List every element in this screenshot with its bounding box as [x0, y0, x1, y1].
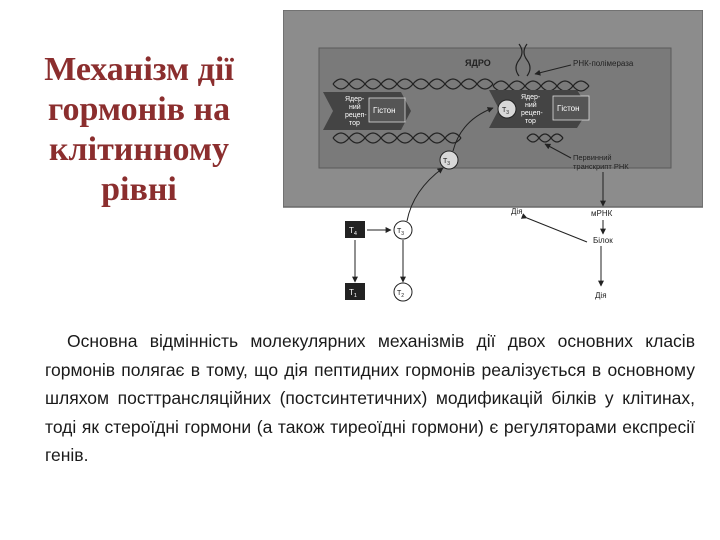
dna-helix-left [332, 78, 494, 144]
protein-label: Білок [593, 236, 613, 245]
t3-circle-upper: T3 [393, 220, 413, 240]
t4-box-upper: T4 [345, 221, 365, 238]
t1-box-lower: T1 [345, 283, 365, 300]
svg-text:T1: T1 [349, 288, 357, 299]
svg-text:T3: T3 [443, 158, 450, 167]
mrna-label: мРНК [591, 209, 613, 218]
histone-label: Гістон [373, 106, 396, 115]
t2-circle-lower: T2 [393, 282, 413, 302]
receptor-complex-right: T3 Ядер- ний рецеп- тор Гістон [489, 90, 590, 128]
receptor-complex-left: Ядер- ний рецеп- тор Гістон [323, 92, 411, 130]
dna-helix-right [492, 43, 590, 143]
action-label-lower: Дія [595, 291, 607, 300]
rna-polymerase-label: РНК-полімераза [573, 59, 634, 68]
hormone-mechanism-diagram: ЯДРО Ядер- ний рецеп- тор Гістон T3 Ядер [283, 10, 703, 302]
title-line: гормонів на [47, 91, 231, 128]
title-line: рівні [101, 171, 177, 208]
svg-text:T3: T3 [397, 228, 404, 237]
svg-text:T2: T2 [397, 290, 404, 299]
slide-title: Механізм дії гормонів на клітинному рівн… [8, 50, 270, 210]
nucleus-label: ЯДРО [465, 58, 491, 68]
title-line: Механізм дії [44, 51, 234, 88]
body-paragraph: Основна відмінність молекулярних механіз… [45, 331, 695, 465]
svg-text:T4: T4 [349, 226, 357, 237]
title-line: клітинному [48, 131, 230, 168]
receptor-label: Ядер- ний рецеп- тор [521, 94, 545, 125]
histone-label: Гістон [557, 104, 580, 113]
t3-cytoplasm: T3 [439, 150, 459, 170]
svg-text:T3: T3 [502, 107, 509, 116]
action-label-upper: Дія [511, 207, 523, 216]
primary-transcript-label: Первинний транскрипт РНК [573, 153, 629, 171]
receptor-label: Ядер- ний рецеп- тор [345, 96, 369, 127]
